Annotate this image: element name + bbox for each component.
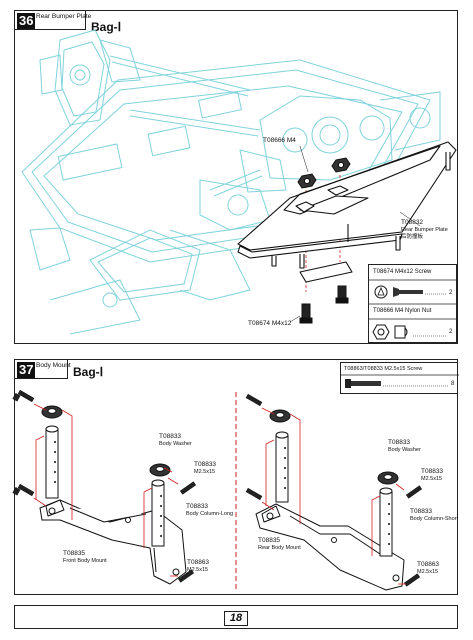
left-screw-name: M2.5x15 bbox=[194, 468, 216, 475]
label-t08666: T08666 M4 bbox=[263, 137, 296, 144]
label-t08832-cn: 后防撞板 bbox=[401, 233, 424, 240]
page-number: 18 bbox=[224, 611, 248, 626]
legend-screw-icon bbox=[341, 374, 459, 388]
right-screw-name: M2.5x15 bbox=[421, 475, 443, 482]
right-column-name: Body Column-Short bbox=[410, 515, 458, 522]
right-mount-code: T08835 bbox=[258, 537, 281, 544]
left-mount-code: T08835 bbox=[63, 550, 86, 557]
legend-qty-nut: 2 bbox=[449, 329, 453, 335]
label-t08832: T08832 Rear Bumper Plate 后防撞板 bbox=[401, 219, 448, 241]
page-footer bbox=[14, 605, 458, 629]
legend-row-screw: T08674 M4x12 Screw bbox=[373, 269, 432, 275]
left-screw-code: T08833 bbox=[194, 461, 217, 468]
left-screw2-name: M2.5x15 bbox=[187, 566, 209, 573]
left-column-label: T08833 Body Column-Long bbox=[186, 503, 233, 518]
right-washer-name: Body Washer bbox=[388, 446, 421, 453]
right-screw2-name: M2.5x15 bbox=[417, 568, 439, 575]
right-washer-label: T08833 Body Washer bbox=[388, 439, 421, 454]
left-washer-code: T08833 bbox=[159, 433, 182, 440]
label-t08832-code: T08832 bbox=[401, 219, 424, 226]
left-washer-label: T08833 Body Washer bbox=[159, 433, 192, 448]
legend-parts-icons bbox=[369, 279, 458, 340]
right-column-label: T08833 Body Column-Short bbox=[410, 508, 458, 523]
right-washer-code: T08833 bbox=[388, 439, 411, 446]
step-36-parts-legend: T08674 M4x12 Screw T08666 M4 Nylon Nut 2… bbox=[368, 264, 458, 343]
step-36-header bbox=[14, 10, 86, 30]
right-screw2-code: T08863 bbox=[417, 561, 440, 568]
step-36-number: 36 bbox=[17, 13, 36, 29]
step-36-title: Rear Bumper Plate bbox=[36, 13, 92, 20]
label-t08832-name: Rear Bumper Plate bbox=[401, 226, 448, 233]
step-37-header bbox=[14, 359, 68, 379]
legend-row-nut: T08666 M4 Nylon Nut bbox=[373, 308, 432, 314]
right-column-code: T08833 bbox=[410, 508, 433, 515]
left-screw2-label: T08863 M2.5x15 bbox=[187, 559, 209, 574]
left-washer-name: Body Washer bbox=[159, 440, 192, 447]
legend-screw-title: T08863/T08833 M2.5x15 Screw bbox=[344, 366, 423, 372]
legend-qty-screw: 2 bbox=[449, 290, 453, 296]
step-37-number: 37 bbox=[17, 362, 36, 378]
left-screw-label: T08833 M2.5x15 bbox=[194, 461, 216, 476]
right-mount-name: Rear Body Mount bbox=[258, 544, 301, 551]
left-column-name: Body Column-Long bbox=[186, 510, 234, 517]
right-screw2-label: T08863 M2.5x15 bbox=[417, 561, 439, 576]
step-37-bag: Bag-Ⅰ bbox=[73, 365, 104, 379]
left-mount-label: T08835 Front Body Mount bbox=[63, 550, 107, 565]
left-mount-name: Front Body Mount bbox=[63, 557, 107, 564]
right-screw-code: T08833 bbox=[421, 468, 444, 475]
left-screw2-code: T08863 bbox=[187, 559, 210, 566]
right-screw-label: T08833 M2.5x15 bbox=[421, 468, 443, 483]
legend-screw-qty: 8 bbox=[451, 381, 455, 387]
left-column-code: T08833 bbox=[186, 503, 209, 510]
step-37-title: Body Mount bbox=[36, 362, 71, 369]
step-37-parts-legend: T08863/T08833 M2.5x15 Screw 8 bbox=[340, 362, 459, 394]
step-36-bag: Bag-Ⅰ bbox=[91, 20, 122, 34]
label-t08674: T08674 M4x12 bbox=[248, 320, 292, 327]
right-mount-label: T08835 Rear Body Mount bbox=[258, 537, 301, 552]
step-36-illustration bbox=[21, 29, 457, 335]
